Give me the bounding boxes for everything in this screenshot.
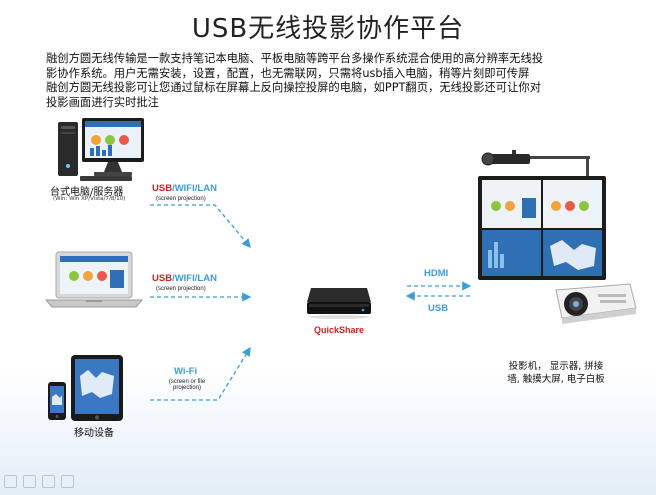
desktop-computer-icon [58,118,144,181]
usb-out-label: USB [428,303,449,314]
display-devices-label: 投影机， 显示器, 拼接墙, 触摸大屏, 电子白板 [507,361,605,385]
desktop-connection-sub: (screen projection) [156,196,206,202]
description-line: 影协作系统。用户无需安装，设置，配置，也无需联网，只需将usb插入电脑，稍等片刻… [46,66,530,80]
desktop-os-label: (Win: Win XP/Vista/7/8/10) [53,196,126,202]
mobile-link-line [150,346,251,401]
projector-icon [555,283,637,324]
hdmi-label: HDMI [424,268,449,279]
menu-icon[interactable] [42,475,55,488]
mobile-label: 移动设备 [74,428,114,439]
description-line: 融创方圆无线投影可让您通过鼠标在屏幕上反向操控投屏的电脑，如PPT翻页，无线投影… [46,81,541,94]
quickshare-box-icon [307,288,371,319]
description-line: 融创方圆无线传输是一款支持笔记本电脑、平板电脑等跨平台多操作系统混合使用的高分辨… [46,52,544,65]
page-title: USB无线投影协作平台 [191,14,465,44]
laptop-connection-sub: (screen projection) [156,286,206,292]
desktop-connection-label: USB/WIFI/LAN [152,183,217,194]
prev-slide-icon[interactable] [4,475,17,488]
tablet-icon [71,355,123,421]
desktop-label: 台式电脑/服务器 [50,187,124,198]
next-slide-icon[interactable] [61,475,74,488]
laptop-connection-label: USB/WIFI/LAN [152,273,217,284]
quickshare-label: QuickShare [314,325,365,335]
phone-icon [48,382,66,420]
laptop-icon [44,251,144,308]
slideshow-toolbar [4,475,74,489]
pen-icon[interactable] [23,475,36,488]
mobile-connection-label: Wi-Fi [174,366,198,377]
description-line: 投影画面进行实时批注 [46,95,159,109]
description: 融创方圆无线传输是一款支持笔记本电脑、平板电脑等跨平台多操作系统混合使用的高分辨… [46,52,618,110]
desktop-link-line [150,204,251,248]
mobile-connection-sub: (screen or file projection) [168,379,206,391]
display-wall-icon [478,150,606,280]
